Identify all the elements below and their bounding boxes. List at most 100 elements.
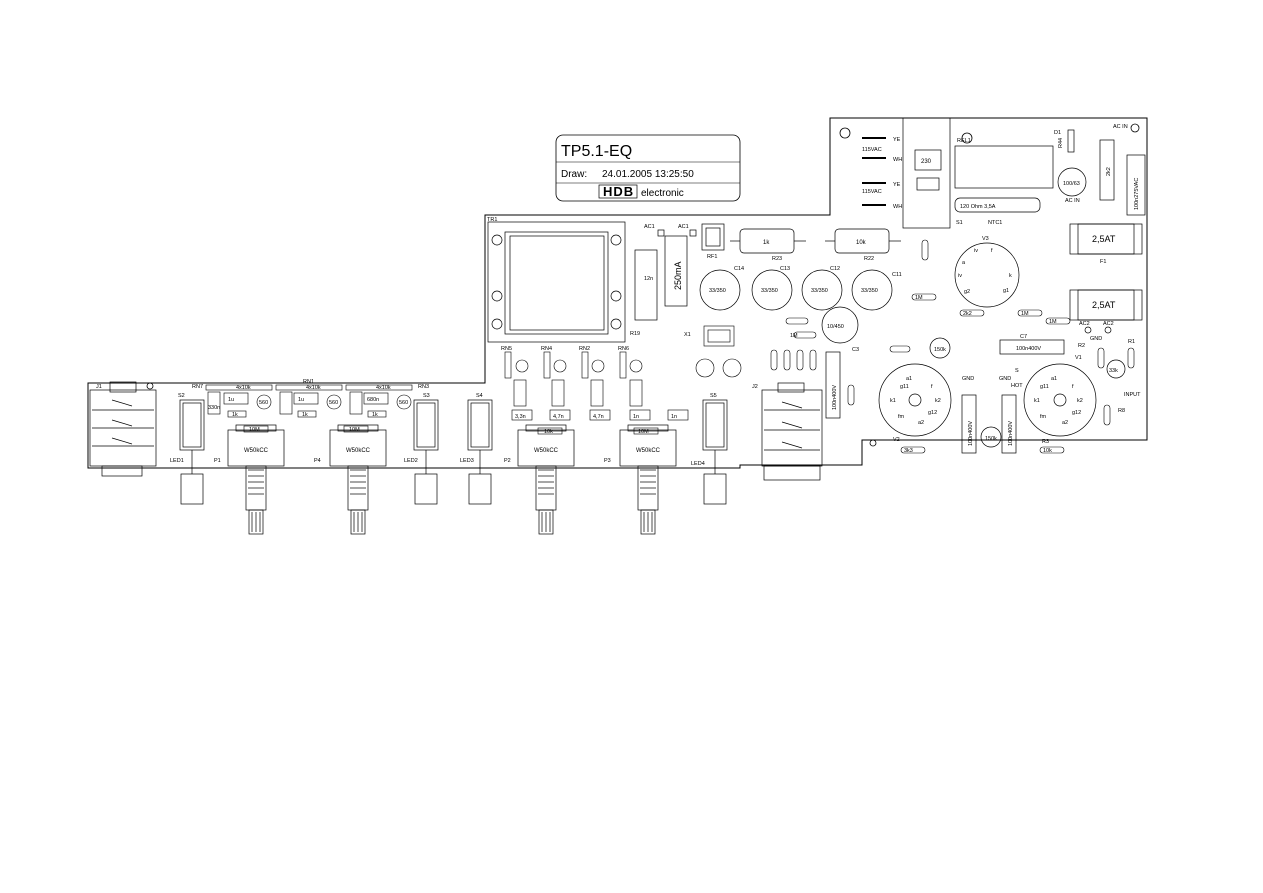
val-100-b: 1M xyxy=(1049,319,1057,325)
ac-in-label-a: AC IN xyxy=(1113,124,1128,130)
pots xyxy=(227,424,677,535)
switch-s3-label: S3 xyxy=(423,393,430,399)
c3-label: C3 xyxy=(852,347,859,353)
r44-value: 2k2 xyxy=(1106,167,1112,176)
fuse-f1-label: F1 xyxy=(1100,259,1106,265)
pot-p1 xyxy=(227,424,285,535)
rn6-label: RN6 xyxy=(618,346,629,352)
mains-wh-b: WH xyxy=(893,204,902,210)
rf1 xyxy=(701,223,725,251)
r1-label: R1 xyxy=(1128,339,1135,345)
val-10m-b: 10M xyxy=(349,427,360,433)
val-220k-b: 1M xyxy=(790,333,798,339)
val-560-a: 560 xyxy=(259,400,268,406)
draw-date: 24.01.2005 13:25:50 xyxy=(602,169,694,180)
v3-pin-iv: iv xyxy=(974,248,978,254)
val-12: 12n xyxy=(644,276,653,282)
cap-47u: 33k xyxy=(1109,368,1118,374)
val-560-c: 560 xyxy=(399,400,408,406)
film-caps xyxy=(825,337,1126,454)
c8-value: 100n400V xyxy=(968,421,974,446)
mounting-holes xyxy=(146,123,1140,447)
c13-value: 33/350 xyxy=(761,288,778,294)
mains-ye-a: YE xyxy=(893,137,901,143)
c30-value: 3,3n xyxy=(515,414,526,420)
v2-pin-k2: k2 xyxy=(935,398,941,404)
switch-s2 xyxy=(179,399,205,505)
switch-s2-label: S2 xyxy=(178,393,185,399)
v2-pin-fm: fm xyxy=(898,414,905,420)
v3-pin-g2: g2 xyxy=(964,289,970,295)
ac2-label-a: AC2 xyxy=(1079,321,1090,327)
rn5-label: RN5 xyxy=(501,346,512,352)
ac1-label-a: AC1 xyxy=(644,224,655,230)
small-resistors xyxy=(695,239,1135,454)
val-10m-c: 10M xyxy=(638,429,649,435)
hot-label: HOT xyxy=(1011,383,1023,389)
pot-p2-label: P2 xyxy=(504,458,511,464)
v1-pin-a1: a1 xyxy=(1051,376,1057,382)
v2-pin-g12: g12 xyxy=(928,410,937,416)
draw-label: Draw: xyxy=(561,169,587,180)
val-330k: 2k2 xyxy=(963,311,972,317)
jack-j2-label: J2 xyxy=(752,384,758,390)
r3-label: R3 xyxy=(1042,439,1049,445)
switch-s5-label: S5 xyxy=(710,393,717,399)
c21-value: 1u xyxy=(228,397,234,403)
r44-label: R44 xyxy=(1058,138,1064,148)
c25-value: 4,7n xyxy=(553,414,564,420)
fuse-f1-value: 2,5AT xyxy=(1092,234,1116,244)
gnd-label-c: GND xyxy=(999,376,1011,382)
c11-label: C11 xyxy=(892,272,902,278)
v2-label: V2 xyxy=(893,437,900,443)
v2-pin-f: f xyxy=(931,384,933,390)
switch-s4-label: S4 xyxy=(476,393,483,399)
led1-label: LED1 xyxy=(170,458,184,464)
c7-value: 100n400V xyxy=(1016,346,1041,352)
pot-p2-value: W50kCC xyxy=(534,448,559,454)
v1-pin-k1: k1 xyxy=(1034,398,1040,404)
s1-label: S1 xyxy=(956,220,963,226)
v3-pin-iv2: iv xyxy=(958,273,962,279)
ntc1-label: NTC1 xyxy=(988,220,1002,226)
gnd-label-a: GND xyxy=(1090,336,1102,342)
c9-value: 100n400V xyxy=(832,385,838,410)
v2-pin-g11: g11 xyxy=(900,384,909,390)
c38-value: 100n275VAC xyxy=(1134,178,1140,210)
ac1-label-b: AC1 xyxy=(678,224,689,230)
val-1k-c: 1k xyxy=(372,412,378,418)
cap-2u2-b: 150k xyxy=(985,436,997,442)
val-1k-a: 1k xyxy=(232,412,238,418)
led4-label: LED4 xyxy=(691,461,705,467)
ntc1-value: 120 Ohm 3,5A xyxy=(960,204,996,210)
val-10m-a: 10M xyxy=(249,427,260,433)
jack-j2 xyxy=(761,382,823,481)
switch-s4 xyxy=(467,399,493,505)
v2-pin-a2: a2 xyxy=(918,420,924,426)
v1-pin-f: f xyxy=(1072,384,1074,390)
v1-pin-g12: g12 xyxy=(1072,410,1081,416)
rn7-value: 4x10k xyxy=(236,385,251,391)
c2-value: 100n400V xyxy=(1008,421,1014,446)
mains-115vac-a: 115VAC xyxy=(862,147,882,153)
mains-wh-a: WH xyxy=(893,157,902,163)
c12-value: 33/350 xyxy=(811,288,828,294)
tube-v2 xyxy=(878,363,952,437)
val-220k: 1M xyxy=(1021,311,1029,317)
s-label: S xyxy=(1015,368,1019,374)
tube-v1 xyxy=(1023,363,1097,437)
pot-p3 xyxy=(619,424,677,535)
val-10k-a: 10k xyxy=(544,429,553,435)
c12-label: C12 xyxy=(830,266,840,272)
pot-p2 xyxy=(517,424,575,535)
rn1-value: 4x10k xyxy=(306,385,321,391)
eq-components xyxy=(207,359,689,435)
v3-pin-k: k xyxy=(1009,273,1012,279)
rf1-label: RF1 xyxy=(707,254,717,260)
led3-label: LED3 xyxy=(460,458,474,464)
d1-label: D1 xyxy=(1054,130,1061,136)
led2-label: LED2 xyxy=(404,458,418,464)
val-560-b: 560 xyxy=(329,400,338,406)
input-label: INPUT xyxy=(1124,392,1141,398)
